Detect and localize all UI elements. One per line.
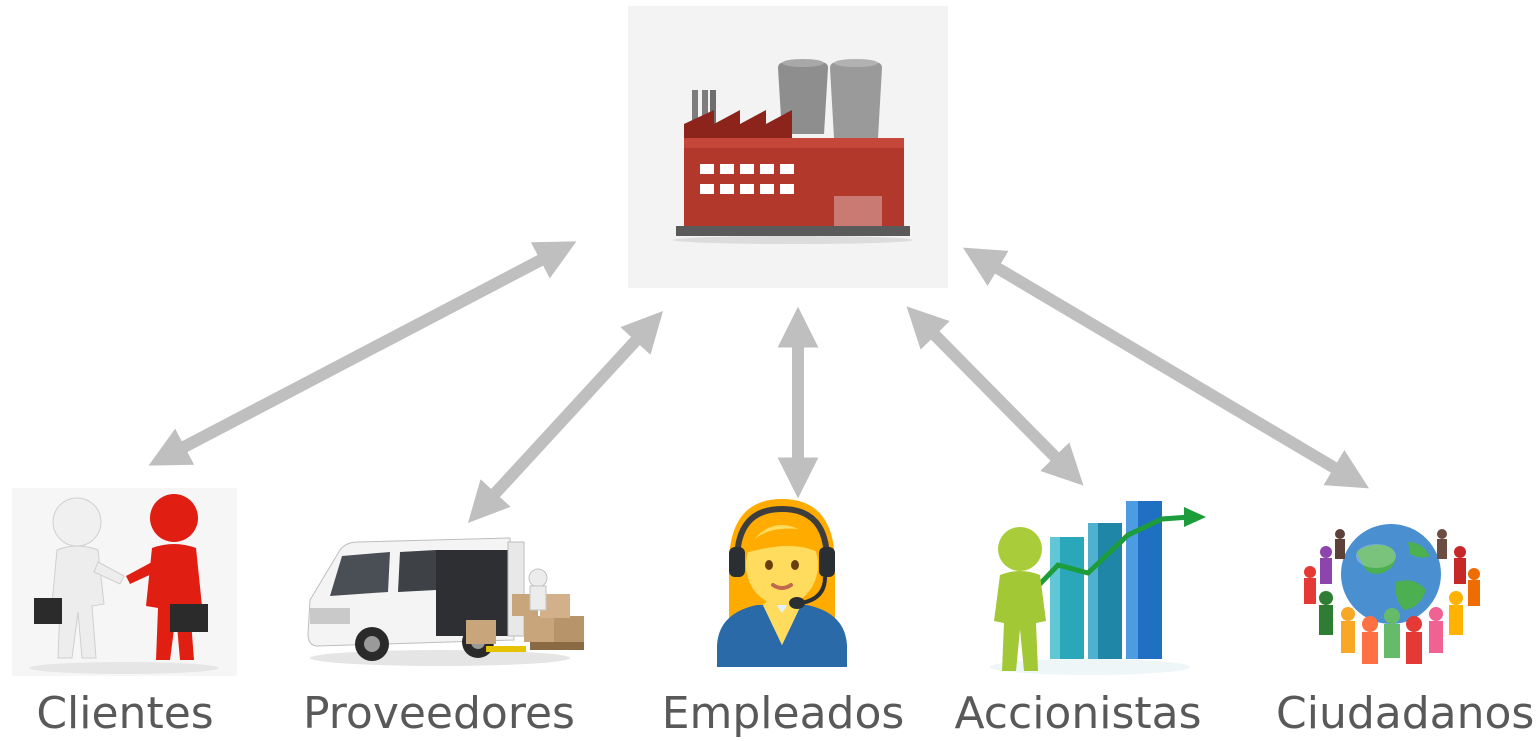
- label-ciudadanos: Ciudadanos: [1276, 688, 1535, 739]
- arrow-ciudadanos: [962, 247, 1370, 489]
- label-clientes: Clientes: [36, 688, 214, 739]
- delivery-van-icon: [300, 528, 597, 676]
- factory-icon: [673, 59, 913, 244]
- arrow-clientes: [148, 241, 577, 466]
- label-accionistas: Accionistas: [954, 688, 1202, 739]
- support-agent-icon: [715, 495, 850, 667]
- arrow-accionistas: [906, 306, 1084, 486]
- handshake-icon: [12, 488, 237, 676]
- arrow-proveedores: [467, 310, 664, 524]
- factory-panel: [628, 6, 948, 288]
- label-empleados: Empleados: [661, 688, 905, 739]
- people-globe-icon: [1296, 512, 1486, 667]
- label-proveedores: Proveedores: [303, 688, 575, 739]
- growth-chart-icon: [978, 495, 1228, 678]
